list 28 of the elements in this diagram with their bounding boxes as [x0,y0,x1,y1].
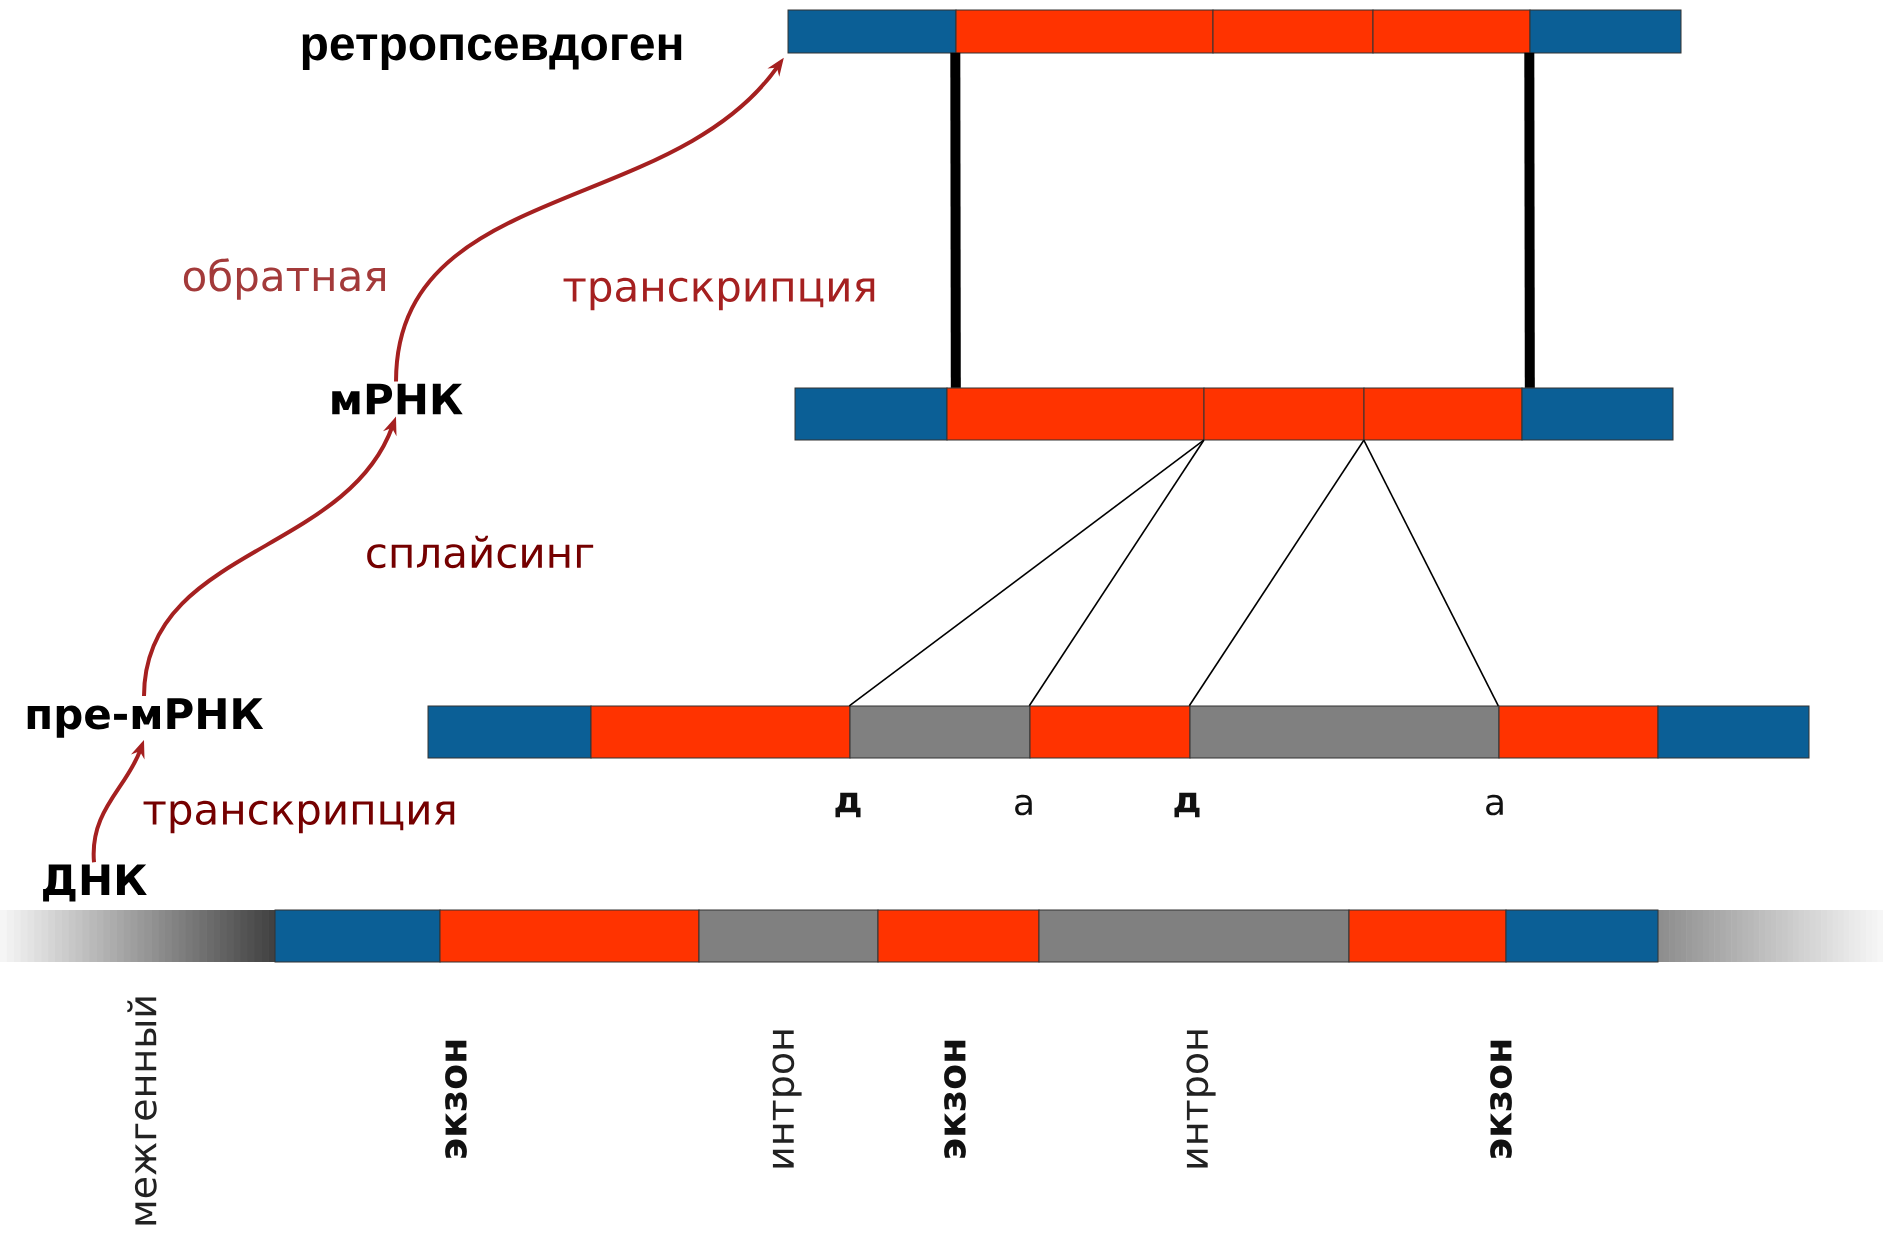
connector-line [848,439,1205,707]
region-label: экзон [1490,1040,1512,1158]
stage-label: пре-мРНК [27,698,264,738]
gene-bar [274,909,1659,963]
region-label: межгенный [127,997,157,1225]
region-label: экзон [445,1040,467,1158]
stage-label: мРНК [332,383,463,415]
gene-bar [427,705,1810,759]
connector-line [1188,439,1365,707]
site-letter: а [1015,794,1032,816]
site-letter: д [1174,792,1200,818]
stage-label: ретропсевдоген [302,34,682,70]
edge-label: транскрипция [141,799,459,835]
process-label: транскрипция [563,277,875,311]
connector-line [1363,439,1500,707]
process-label: обратная [183,258,385,300]
region-label: экзон [944,1040,966,1158]
stage-label: ДНК [43,864,147,902]
site-letter: а [1486,794,1503,816]
gene-bar [794,387,1674,441]
gene-bar [787,9,1682,54]
connector-line [950,52,961,388]
region-label: интрон [1186,1030,1216,1168]
connector-line [1028,439,1205,707]
region-label: интрон [772,1030,802,1168]
site-letter: д [835,792,861,818]
edge-label: сплайсинг [363,534,597,570]
connector-line [1524,52,1535,388]
